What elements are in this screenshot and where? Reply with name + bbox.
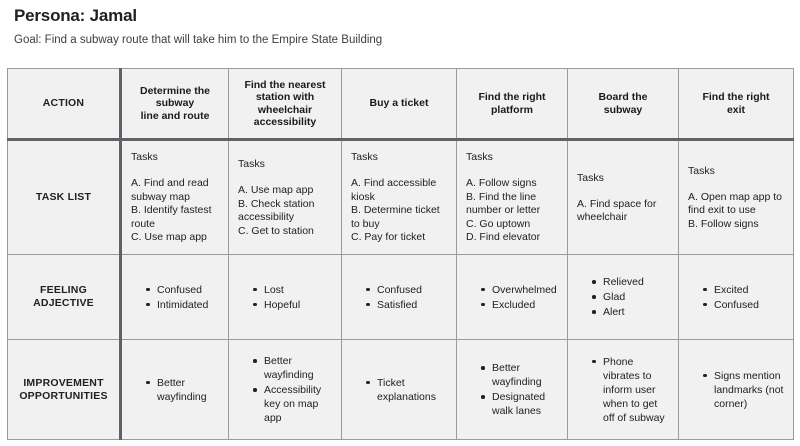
heading-block: Persona: Jamal Goal: Find a subway route… [14,6,382,47]
list-item: Intimidated [146,298,220,312]
column-header-1: Determine the subway line and route [120,68,229,141]
list-item: Relieved [592,275,670,289]
journey-map-table: ACTION Determine the subway line and rou… [7,68,794,440]
list-item: Satisfied [366,298,448,312]
tasks-heading: Tasks [466,151,493,164]
list-item: Better wayfinding [253,354,333,382]
list-item: Confused [146,283,220,297]
task-cell-4: Tasks A. Follow signs B. Find the line n… [456,139,568,255]
improvement-cell-5: Phone vibrates to inform user when to ge… [567,339,679,440]
task-lines: A. Open map app to find exit to use B. F… [688,190,782,230]
table-row-improvement-opportunities: IMPROVEMENT OPPORTUNITIES Better wayfind… [7,339,794,440]
improvement-cell-1: Better wayfinding [120,339,229,440]
task-lines: A. Use map app B. Check station accessib… [238,184,315,237]
list-item: Phone vibrates to inform user when to ge… [592,355,670,425]
task-lines: A. Find space for wheelchair [577,197,657,224]
list-item: Confused [366,283,448,297]
improvement-list: Signs mention landmarks (not corner) [688,369,785,411]
tasks-heading: Tasks [688,164,715,177]
table-row-task-list: TASK LIST Tasks A. Find and read subway … [7,139,794,255]
list-item: Ticket explanations [366,376,448,404]
table-row-action: ACTION Determine the subway line and rou… [7,68,794,141]
row-label-feeling-adjective: FEELING ADJECTIVE [7,254,122,340]
tasks-heading: Tasks [577,171,604,184]
list-item: Glad [592,290,670,304]
tasks-heading: Tasks [351,151,378,164]
improvement-list: Better wayfinding [131,376,220,404]
improvement-list: Phone vibrates to inform user when to ge… [577,355,670,425]
column-header-6: Find the right exit [678,68,794,141]
row-label-task-list: TASK LIST [7,139,122,255]
list-item: Better wayfinding [146,376,220,404]
list-item: Confused [703,298,785,312]
list-item: Excluded [481,298,559,312]
column-header-2: Find the nearest station with wheelchair… [228,68,342,141]
task-cell-6: Tasks A. Open map app to find exit to us… [678,139,794,255]
page-title: Persona: Jamal [14,6,137,25]
list-item: Hopeful [253,298,333,312]
task-cell-5: Tasks A. Find space for wheelchair [567,139,679,255]
list-item: Excited [703,283,785,297]
list-item: Designated walk lanes [481,390,559,418]
list-item: Accessibility key on map app [253,383,333,425]
list-item: Alert [592,305,670,319]
task-lines: A. Find accessible kiosk B. Determine ti… [351,177,440,244]
column-header-5: Board the subway [567,68,679,141]
task-cell-2: Tasks A. Use map app B. Check station ac… [228,139,342,255]
task-lines: A. Find and read subway map B. Identify … [131,177,212,244]
improvement-cell-3: Ticket explanations [341,339,457,440]
list-item: Lost [253,283,333,297]
list-item: Signs mention landmarks (not corner) [703,369,785,411]
task-cell-3: Tasks A. Find accessible kiosk B. Determ… [341,139,457,255]
persona-goal: Goal: Find a subway route that will take… [14,34,383,46]
row-label-improvement-opportunities: IMPROVEMENT OPPORTUNITIES [7,339,122,440]
row-label-action: ACTION [7,68,122,141]
column-header-3: Buy a ticket [341,68,457,141]
list-item: Overwhelmed [481,283,559,297]
list-item: Better wayfinding [481,361,559,389]
task-lines: A. Follow signs B. Find the line number … [466,177,541,244]
tasks-heading: Tasks [238,158,265,170]
task-cell-1: Tasks A. Find and read subway map B. Ide… [120,139,229,255]
tasks-heading: Tasks [131,151,158,164]
improvement-list: Ticket explanations [351,376,448,404]
column-header-4: Find the right platform [456,68,568,141]
improvement-cell-6: Signs mention landmarks (not corner) [678,339,794,440]
